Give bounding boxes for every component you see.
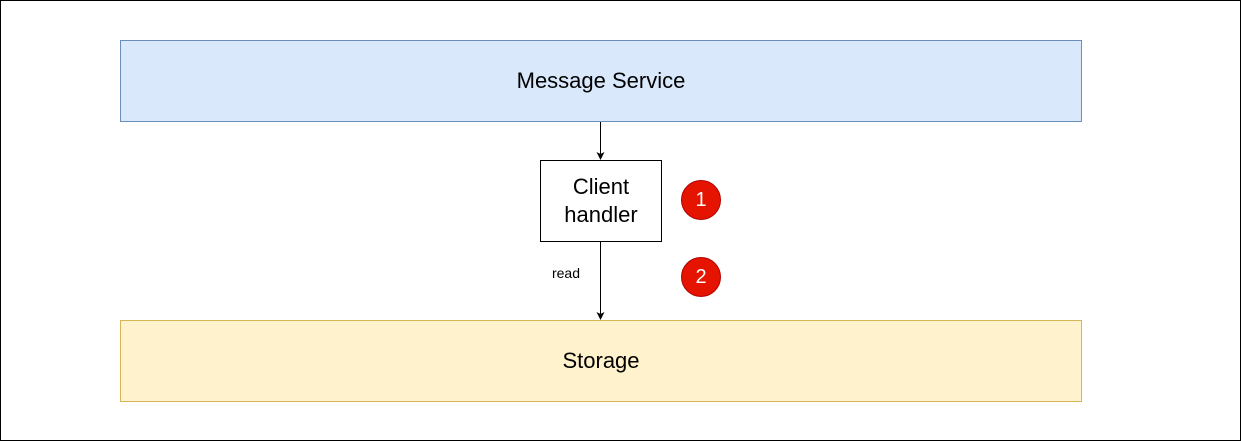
client-handler-node[interactable]: Client handler <box>540 160 662 242</box>
step-badge-2: 2 <box>681 257 721 297</box>
message-service-node[interactable]: Message Service <box>120 40 1082 122</box>
step-badge-1: 1 <box>681 180 721 220</box>
storage-node[interactable]: Storage <box>120 320 1082 402</box>
read-edge-label: read <box>551 265 581 281</box>
